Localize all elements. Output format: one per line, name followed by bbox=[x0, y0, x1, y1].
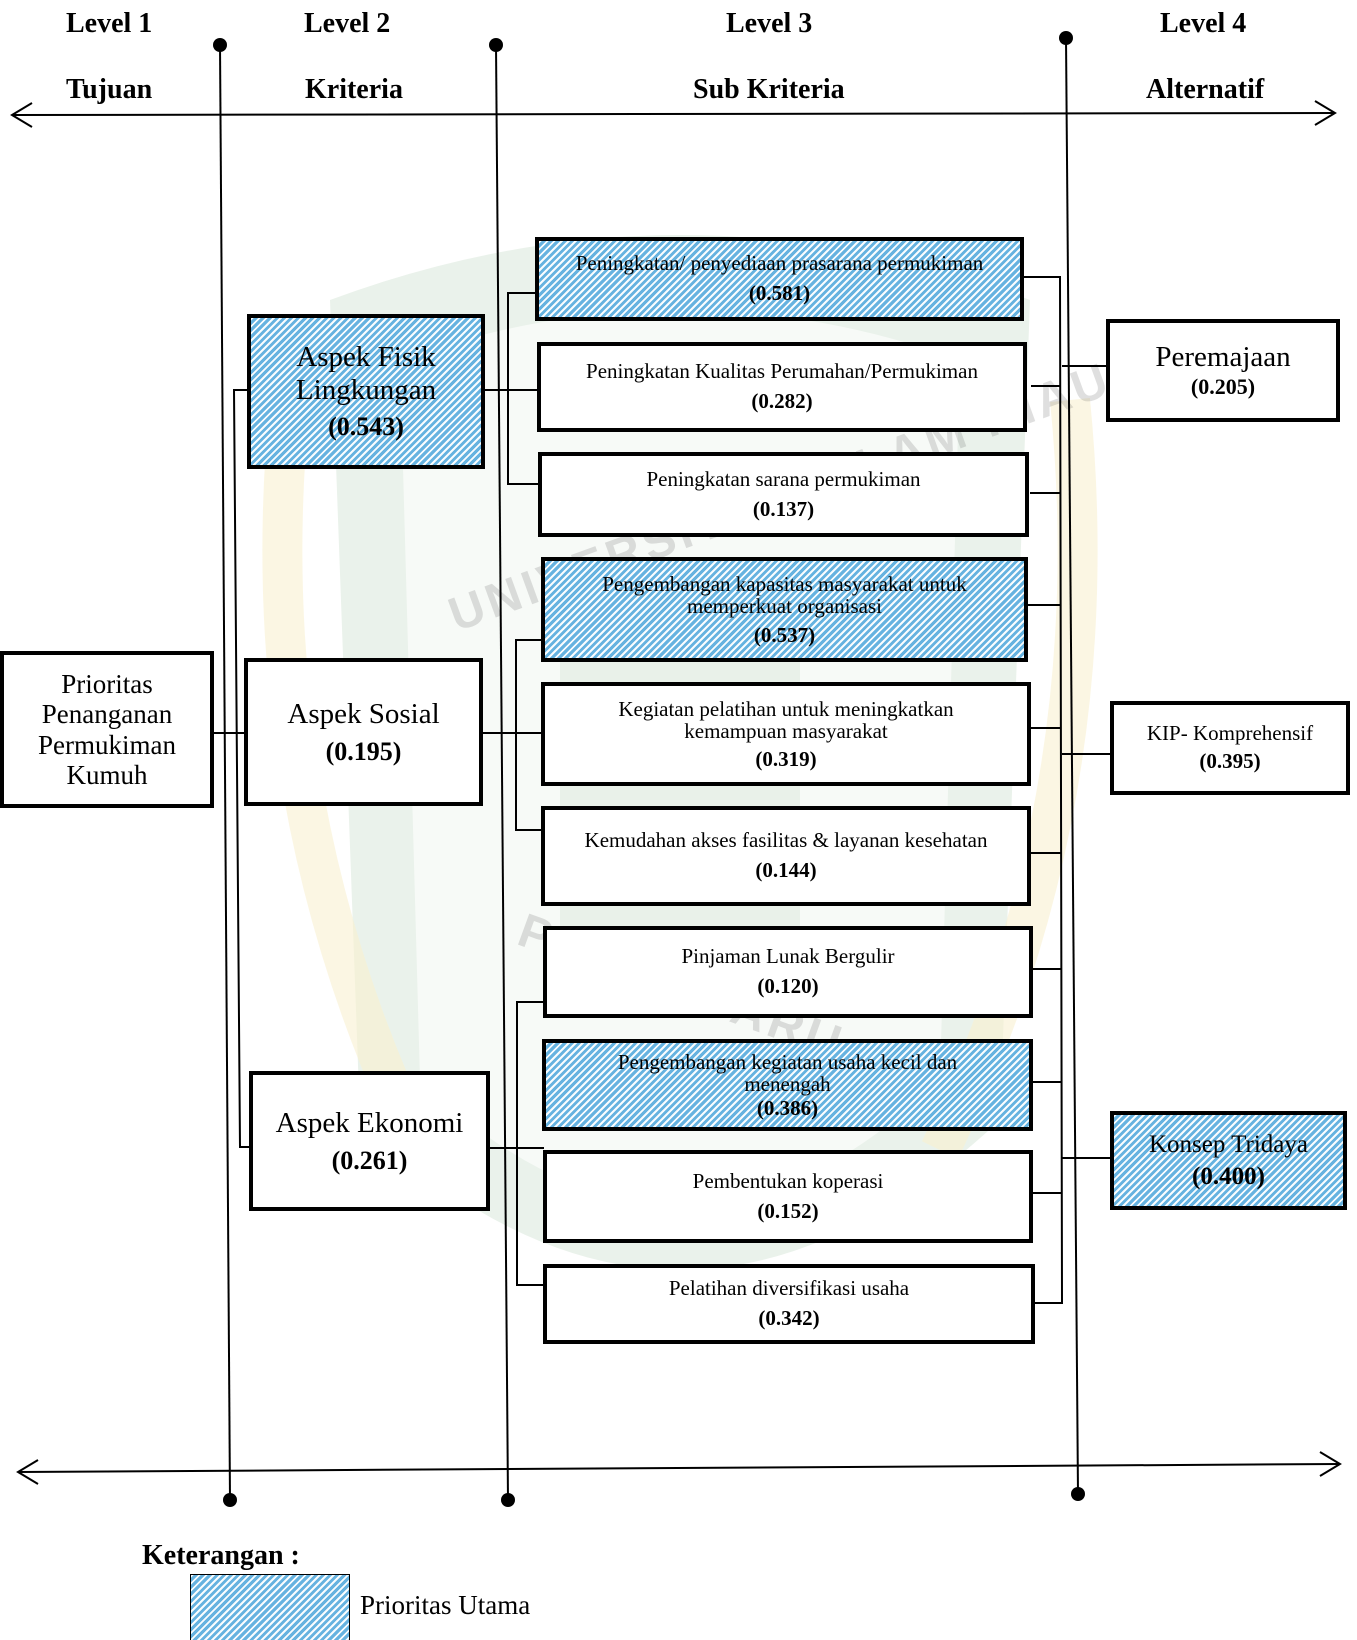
subcriterion-label: Kemudahan akses fasilitas & layanan kese… bbox=[584, 828, 988, 853]
subcriterion-box: Peningkatan sarana permukiman (0.137) bbox=[538, 452, 1029, 537]
legend-swatch bbox=[190, 1574, 350, 1640]
subcriterion-weight: (0.282) bbox=[751, 389, 813, 413]
goal-box: Prioritas Penanganan Permukiman Kumuh bbox=[0, 651, 214, 808]
alternative-weight: (0.205) bbox=[1190, 374, 1256, 400]
criterion-label: Aspek Ekonomi bbox=[275, 1107, 464, 1140]
subcriterion-weight: (0.581) bbox=[748, 281, 811, 305]
subcriterion-weight: (0.120) bbox=[757, 974, 819, 998]
criterion-label: Aspek Sosial bbox=[287, 698, 440, 731]
goal-label: Prioritas Penanganan Permukiman Kumuh bbox=[38, 669, 176, 790]
legend-title: Keterangan : bbox=[142, 1540, 300, 1571]
level-4-label: Level 4 bbox=[1160, 8, 1247, 39]
level-4-name: Alternatif bbox=[1146, 74, 1265, 105]
subcriterion-label: Kegiatan pelatihan untuk meningkatkan ke… bbox=[618, 696, 954, 743]
subcriterion-label: Pembentukan koperasi bbox=[692, 1168, 884, 1193]
criterion-weight: (0.195) bbox=[325, 736, 402, 766]
subcriterion-box: Kemudahan akses fasilitas & layanan kese… bbox=[541, 806, 1031, 906]
subcriterion-label: Pengembangan kegiatan usaha kecil dan me… bbox=[617, 1049, 958, 1096]
subcriterion-label: Pelatihan diversifikasi usaha bbox=[668, 1276, 910, 1301]
subcriterion-box: Pinjaman Lunak Bergulir (0.120) bbox=[543, 926, 1033, 1018]
level-3-name: Sub Kriteria bbox=[693, 74, 845, 105]
alternative-weight: (0.400) bbox=[1192, 1162, 1265, 1190]
alternative-label: KIP- Komprehensif bbox=[1146, 721, 1314, 746]
subcriterion-box: Pengembangan kegiatan usaha kecil dan me… bbox=[542, 1039, 1033, 1131]
subcriterion-box: Peningkatan/ penyediaan prasarana permuk… bbox=[535, 237, 1024, 321]
subcriterion-label: Peningkatan sarana permukiman bbox=[646, 466, 921, 491]
alternative-label: Konsep Tridaya bbox=[1148, 1130, 1309, 1158]
subcriterion-weight: (0.137) bbox=[752, 496, 815, 521]
criterion-box-fisik: Aspek Fisik Lingkungan (0.543) bbox=[247, 314, 485, 469]
subcriterion-label: Pengembangan kapasitas masyarakat untuk … bbox=[602, 572, 967, 619]
alternative-box-kip: KIP- Komprehensif (0.395) bbox=[1110, 701, 1350, 795]
subcriterion-weight: (0.152) bbox=[757, 1198, 819, 1223]
alternative-label: Peremajaan bbox=[1155, 340, 1291, 373]
criterion-weight: (0.543) bbox=[328, 412, 404, 442]
subcriterion-label: Peningkatan Kualitas Perumahan/Permukima… bbox=[586, 359, 978, 384]
criterion-weight: (0.261) bbox=[331, 1145, 408, 1175]
alternative-box-tridaya: Konsep Tridaya (0.400) bbox=[1110, 1111, 1347, 1210]
alternative-box-peremajaan: Peremajaan (0.205) bbox=[1106, 319, 1340, 422]
legend-label: Prioritas Utama bbox=[360, 1590, 531, 1620]
subcriterion-weight: (0.144) bbox=[755, 858, 817, 882]
level-2-label: Level 2 bbox=[304, 8, 391, 39]
criterion-box-ekonomi: Aspek Ekonomi (0.261) bbox=[249, 1071, 490, 1211]
subcriterion-label: Peningkatan/ penyediaan prasarana permuk… bbox=[575, 251, 984, 276]
subcriterion-box: Pengembangan kapasitas masyarakat untuk … bbox=[541, 557, 1028, 662]
subcriterion-box: Pembentukan koperasi (0.152) bbox=[543, 1150, 1033, 1243]
criterion-label: Aspek Fisik Lingkungan bbox=[295, 341, 437, 406]
level-1-label: Level 1 bbox=[66, 8, 153, 39]
subcriterion-weight: (0.537) bbox=[753, 622, 816, 647]
subcriterion-box: Kegiatan pelatihan untuk meningkatkan ke… bbox=[541, 682, 1031, 786]
subcriterion-label: Pinjaman Lunak Bergulir bbox=[681, 944, 895, 969]
subcriterion-box: Pelatihan diversifikasi usaha (0.342) bbox=[543, 1264, 1035, 1344]
alternative-weight: (0.395) bbox=[1199, 749, 1261, 773]
criterion-box-sosial: Aspek Sosial (0.195) bbox=[244, 658, 483, 806]
level-1-name: Tujuan bbox=[66, 74, 153, 105]
subcriterion-weight: (0.386) bbox=[756, 1096, 819, 1121]
level-3-label: Level 3 bbox=[726, 8, 813, 39]
subcriterion-weight: (0.342) bbox=[758, 1306, 820, 1330]
subcriterion-box: Peningkatan Kualitas Perumahan/Permukima… bbox=[537, 342, 1027, 432]
subcriterion-weight: (0.319) bbox=[755, 747, 817, 772]
level-2-name: Kriteria bbox=[305, 74, 403, 105]
